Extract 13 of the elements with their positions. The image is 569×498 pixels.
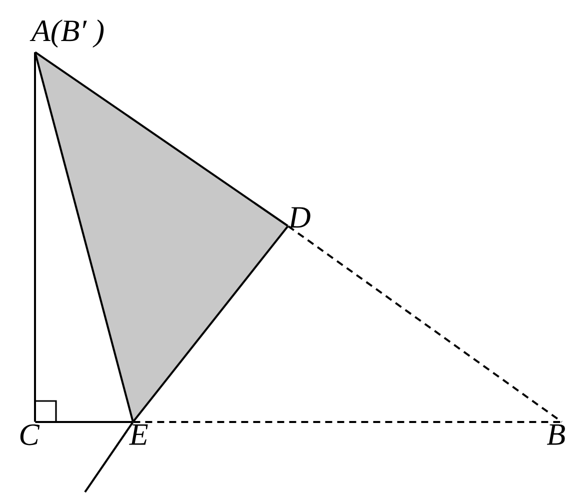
- point-label: E: [129, 424, 148, 445]
- line-segment: [84, 422, 134, 493]
- line-segment: [34, 51, 288, 227]
- point-label: D: [288, 207, 310, 228]
- line-segment: [132, 226, 289, 422]
- line-segment: [34, 52, 134, 422]
- line-segment: [34, 52, 36, 422]
- point-label: C: [20, 424, 40, 446]
- line-segment: [288, 225, 562, 423]
- point-label: B: [546, 424, 565, 445]
- line-segment: [35, 421, 133, 423]
- point-label: A(B′ ): [30, 19, 104, 48]
- line-segment: [133, 421, 562, 423]
